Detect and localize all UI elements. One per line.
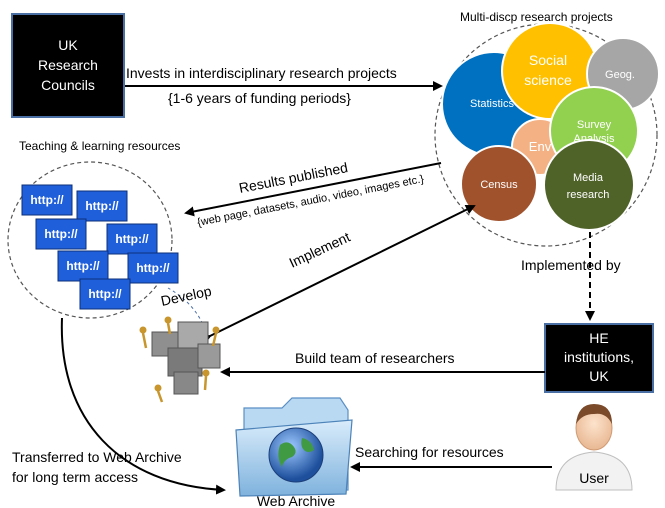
he-line3: UK: [589, 368, 609, 384]
teaching-dashed-circle: [7, 161, 173, 319]
http-link-tile: http://: [35, 218, 87, 250]
statistics-label: Statistics: [470, 98, 515, 110]
searching-label: Searching for resources: [355, 444, 504, 460]
develop-connector: [167, 287, 208, 336]
env-label: Env: [529, 139, 552, 154]
http-link-tile: http://: [79, 278, 131, 310]
implemented-by-label: Implemented by: [521, 257, 621, 273]
teaching-resources-group: Teaching & learning resources http:// ht…: [7, 139, 180, 319]
http-link-text: http://: [88, 287, 122, 301]
http-link-tile: http://: [76, 190, 128, 222]
multi-discp-projects-group: Multi-discp research projects Statistics…: [434, 10, 660, 247]
http-link-text: http://: [30, 193, 64, 207]
http-link-text: http://: [66, 259, 100, 273]
http-link-tile: http://: [21, 184, 73, 216]
media-research-bubble: [543, 139, 635, 231]
media-label-2: research: [567, 189, 610, 201]
media-label-1: Media: [573, 172, 604, 184]
funding-period-label: {1-6 years of funding periods}: [168, 90, 351, 106]
uk-councils-line3: Councils: [41, 77, 95, 93]
http-link-tile: http://: [106, 223, 158, 255]
survey-label-1: Survey: [577, 119, 612, 131]
census-bubble: [460, 145, 538, 223]
build-team-label: Build team of researchers: [295, 350, 455, 366]
invests-label: Invests in interdisciplinary research pr…: [126, 65, 397, 81]
web-archive-folder-icon: [235, 397, 353, 497]
he-line2: institutions,: [564, 349, 634, 365]
transferred-label-1: Transferred to Web Archive: [12, 449, 182, 465]
uk-research-councils-box: UK Research Councils: [11, 13, 125, 118]
census-label: Census: [480, 179, 518, 191]
social-science-label-2: science: [524, 72, 572, 88]
http-link-text: http://: [85, 199, 119, 213]
uk-councils-line2: Research: [38, 57, 98, 73]
team-puzzle-icon: [139, 316, 221, 403]
uk-councils-line1: UK: [58, 37, 78, 53]
multi-projects-title: Multi-discp research projects: [460, 10, 613, 24]
implement-arrow: [200, 205, 476, 345]
globe-icon: [268, 427, 324, 483]
develop-label: Develop: [159, 283, 213, 309]
transferred-label-2: for long term access: [12, 469, 138, 485]
http-link-text: http://: [115, 232, 149, 246]
he-line1: HE: [589, 330, 608, 346]
http-link-tile: http://: [127, 252, 179, 284]
teaching-title: Teaching & learning resources: [19, 139, 180, 153]
http-link-text: http://: [136, 261, 170, 275]
results-published-arrow: [184, 162, 442, 217]
transfer-archive-arrow: [60, 317, 226, 495]
user-icon: [555, 404, 633, 491]
web-archive-label: Web Archive: [257, 493, 336, 508]
social-science-label-1: Social: [529, 52, 567, 68]
implement-label: Implement: [287, 229, 353, 271]
user-label: User: [579, 470, 609, 486]
projects-dashed-circle: [434, 23, 658, 247]
http-link-text: http://: [44, 227, 78, 241]
he-institutions-box: HE institutions, UK: [544, 323, 654, 393]
http-link-tile: http://: [57, 250, 109, 282]
geog-label: Geog.: [605, 69, 635, 81]
